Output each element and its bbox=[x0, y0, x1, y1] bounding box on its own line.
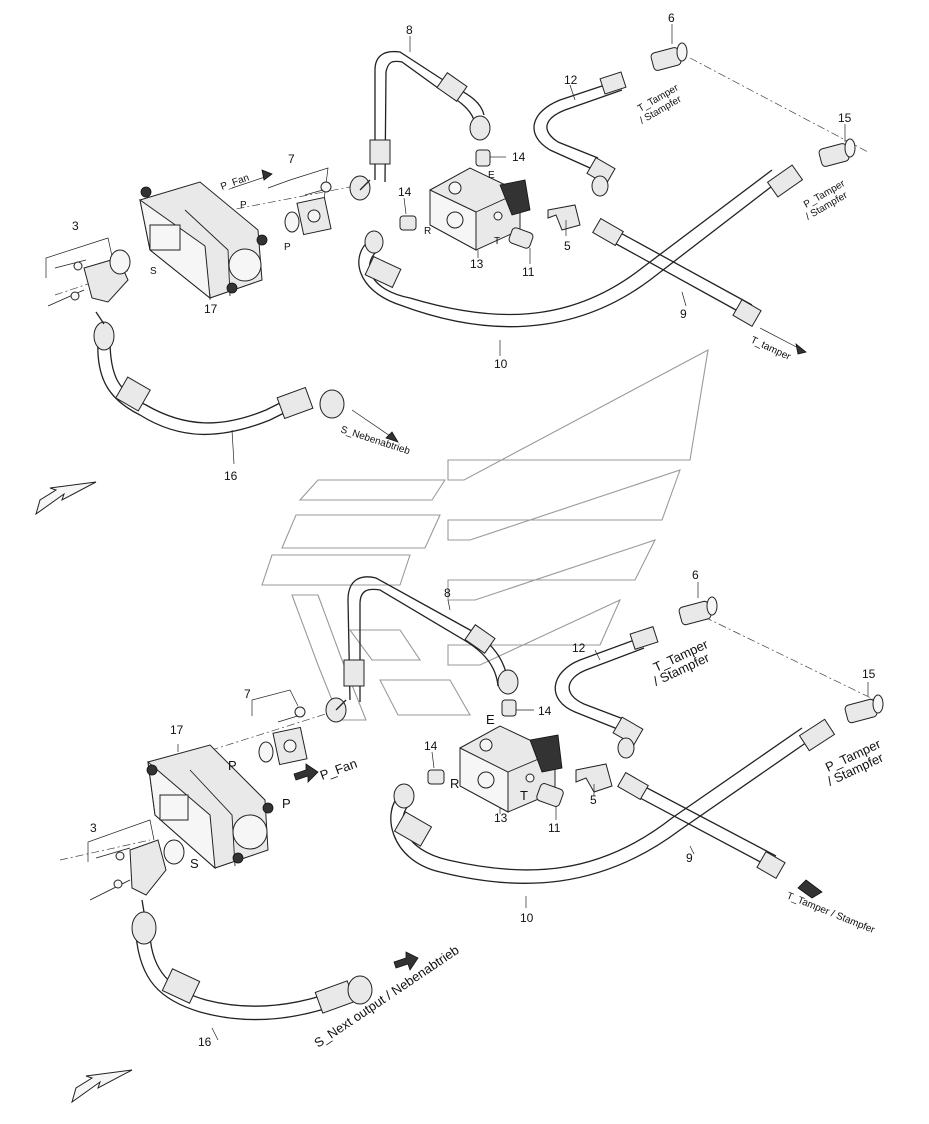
leaders-top bbox=[209, 24, 846, 465]
hose-10-bottom bbox=[390, 718, 836, 885]
top-part-8: 8 bbox=[406, 23, 413, 37]
top-port-R: R bbox=[424, 226, 431, 237]
bot-port-P2: P bbox=[282, 796, 291, 811]
top-port-T: T bbox=[494, 236, 500, 247]
bot-part-10: 10 bbox=[520, 911, 534, 925]
hose-16-bottom bbox=[131, 899, 373, 1021]
bot-part-9: 9 bbox=[686, 851, 693, 865]
bot-flow-t-tamper-out: T_Tamper / Stampfer bbox=[785, 891, 877, 937]
gear-pump-17 bbox=[139, 181, 268, 300]
top-part-3: 3 bbox=[72, 219, 79, 233]
bot-part-14a: 14 bbox=[538, 704, 552, 718]
flow-arrows-top bbox=[35, 169, 399, 516]
top-part-14b: 14 bbox=[398, 185, 412, 199]
top-part-13: 13 bbox=[470, 257, 484, 271]
top-part-7: 7 bbox=[288, 152, 295, 166]
top-part-5: 5 bbox=[564, 239, 571, 253]
top-port-P1: P bbox=[240, 200, 247, 211]
top-part-17: 17 bbox=[204, 302, 218, 316]
hose-12 bbox=[533, 71, 627, 197]
hose-8-bottom bbox=[325, 576, 519, 723]
top-part-9: 9 bbox=[680, 307, 687, 321]
valve-block-13 bbox=[429, 167, 531, 251]
bot-part-13: 13 bbox=[494, 811, 508, 825]
gear-pump-17-bottom bbox=[146, 744, 274, 870]
top-flow-s-out: S_Nebenabtrieb bbox=[339, 424, 412, 457]
bot-part-11: 11 bbox=[548, 821, 561, 835]
fittings-6-15-top bbox=[650, 42, 856, 167]
bot-part-17: 17 bbox=[170, 723, 184, 737]
top-part-12: 12 bbox=[564, 73, 578, 87]
bot-flow-p-fan: P_Fan bbox=[318, 756, 359, 783]
bracket-3-bottom bbox=[87, 819, 185, 901]
bot-part-5: 5 bbox=[590, 793, 597, 807]
top-part-10: 10 bbox=[494, 357, 508, 371]
top-part-16: 16 bbox=[224, 469, 238, 483]
bot-port-P1: P bbox=[228, 758, 237, 773]
bot-port-R: R bbox=[450, 776, 459, 791]
bot-part-8: 8 bbox=[444, 586, 451, 600]
bot-part-6: 6 bbox=[692, 568, 699, 582]
hose-16 bbox=[93, 311, 345, 436]
watermark-logo bbox=[261, 348, 709, 721]
hose-10 bbox=[358, 164, 804, 328]
top-flow-t-tamper-out: T_tamper bbox=[749, 335, 793, 363]
hose-8 bbox=[349, 50, 491, 201]
bot-port-S: S bbox=[190, 856, 199, 871]
bot-part-12: 12 bbox=[572, 641, 586, 655]
bot-port-T: T bbox=[520, 788, 528, 803]
bot-part-3: 3 bbox=[90, 821, 97, 835]
hose-9-bottom bbox=[617, 771, 823, 899]
fittings-6-15-bottom bbox=[678, 596, 884, 724]
top-flow-p-fan: P_Fan bbox=[219, 172, 250, 192]
top-port-P2: P bbox=[284, 242, 291, 253]
top-part-15: 15 bbox=[838, 111, 852, 125]
fittings-bottom bbox=[427, 699, 613, 807]
hose-12-bottom bbox=[554, 626, 659, 759]
top-part-6: 6 bbox=[668, 11, 675, 25]
top-port-E: E bbox=[488, 170, 495, 181]
leaders-bottom bbox=[177, 582, 869, 1041]
top-part-14a: 14 bbox=[512, 150, 526, 164]
bot-port-E: E bbox=[486, 712, 495, 727]
top-assembly: 8 6 12 15 14 7 14 3 5 13 11 17 9 10 16 P… bbox=[35, 11, 869, 516]
top-part-11: 11 bbox=[522, 265, 535, 279]
bot-part-15: 15 bbox=[862, 667, 876, 681]
flange-7 bbox=[267, 167, 332, 236]
fittings-top bbox=[399, 149, 581, 249]
bot-part-14b: 14 bbox=[424, 739, 438, 753]
valve-block-13-bottom bbox=[459, 725, 563, 813]
hose-9 bbox=[592, 217, 807, 355]
flange-7-bottom bbox=[251, 689, 308, 766]
bot-part-16: 16 bbox=[198, 1035, 212, 1049]
bot-part-7: 7 bbox=[244, 687, 251, 701]
flow-arrows-bottom bbox=[71, 763, 419, 1104]
bracket-3 bbox=[45, 237, 131, 307]
top-port-S: S bbox=[150, 266, 157, 277]
